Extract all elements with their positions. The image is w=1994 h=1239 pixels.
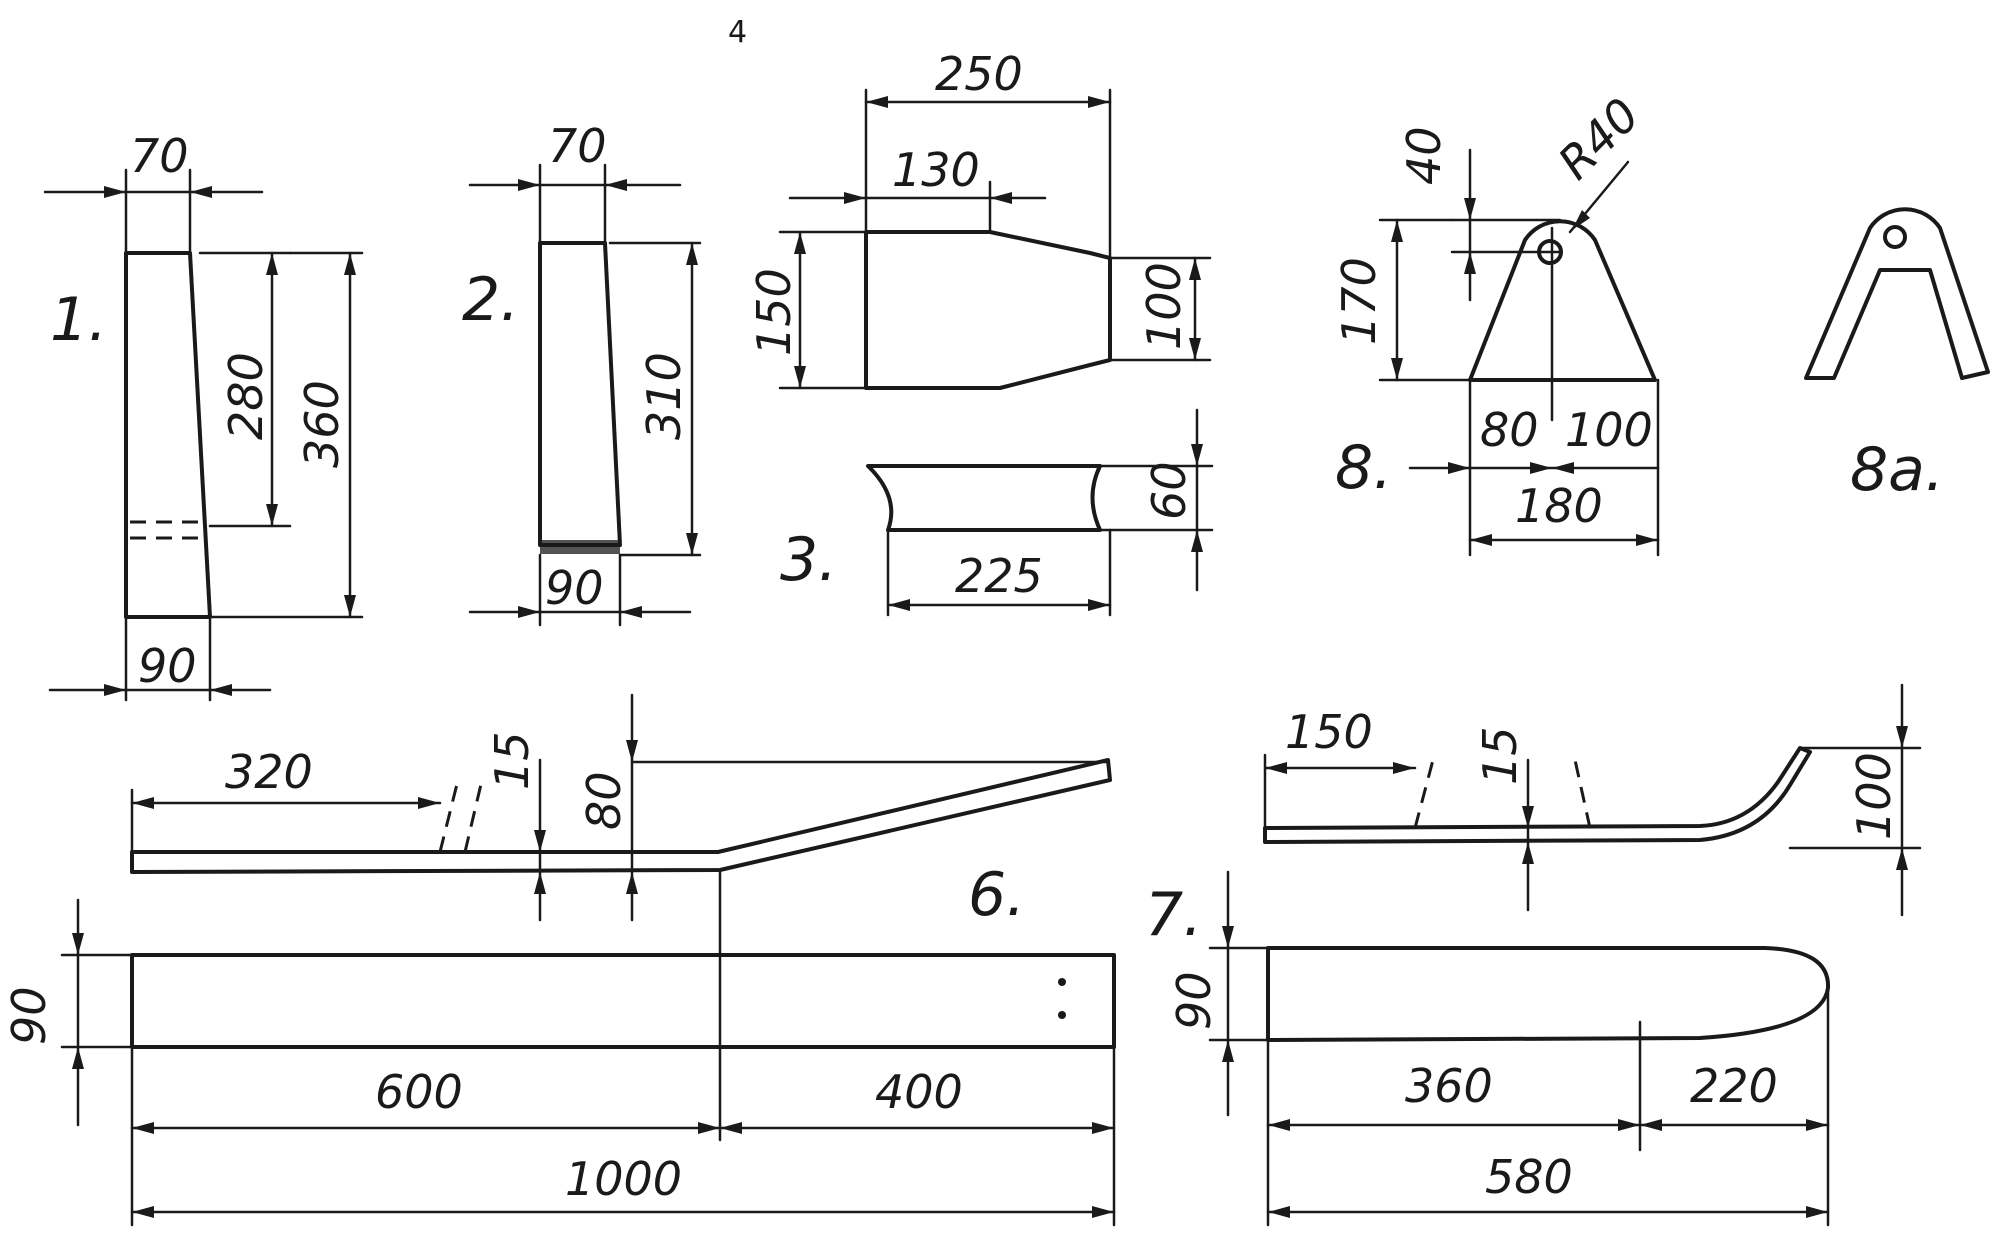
part-8-hole-offset: 40 — [1397, 126, 1451, 185]
part-8-base-width: 180 — [1515, 479, 1603, 533]
part-3-outline — [864, 230, 1112, 390]
part-2-height: 310 — [637, 352, 691, 440]
part-6-label: 6. — [968, 860, 1025, 930]
part-8a-outline — [1804, 207, 1990, 380]
part-1-label: 1. — [50, 285, 107, 355]
part-1: 70 280 360 90 1. — [43, 129, 364, 702]
part-7-flat-length: 150 — [1285, 705, 1373, 759]
part-1-outline — [124, 251, 212, 619]
part-8a: 8a. — [1804, 207, 1990, 505]
part-7-front-length: 360 — [1405, 1059, 1493, 1113]
part-3-right-height: 100 — [1137, 262, 1191, 350]
part-8-right-width: 100 — [1565, 403, 1653, 457]
part-8-outline — [1468, 219, 1657, 382]
part-7-label: 7. — [1145, 880, 1202, 950]
part-7-thickness: 15 — [1473, 726, 1527, 785]
part-8-label: 8. — [1335, 433, 1392, 503]
part-8: R40 40 170 80 100 180 8. — [1332, 88, 1660, 557]
part-1-height: 360 — [295, 380, 349, 468]
part-7-side-outline — [1263, 746, 1812, 844]
part-3-label: 3. — [780, 525, 837, 595]
part-3-length: 250 — [935, 47, 1023, 101]
part-3-top-view: 250 130 150 100 — [747, 47, 1212, 390]
part-6-total-length: 1000 — [565, 1152, 682, 1206]
part-6-plan-outline — [130, 953, 1116, 1049]
part-3-left-height: 150 — [747, 268, 801, 356]
part-6-plan-view: 90 600 400 1000 6. — [2, 860, 1116, 1227]
part-2-bottom-width: 90 — [545, 561, 604, 615]
part-8-left-width: 80 — [1480, 403, 1539, 457]
part-2-label: 2. — [462, 265, 519, 335]
part-6-width: 90 — [2, 986, 56, 1045]
part-2: 70 310 90 2. — [462, 119, 702, 627]
part-6-rise: 80 — [577, 771, 631, 830]
part-7-plan-outline — [1266, 946, 1831, 1042]
part-2-top-width: 70 — [548, 119, 607, 173]
part-6-front-length: 600 — [375, 1065, 463, 1119]
part-3-side-height: 60 — [1142, 461, 1196, 520]
part-1-inner-height: 280 — [219, 352, 273, 440]
part-3-flat-length: 130 — [892, 143, 980, 197]
part-2-outline — [538, 241, 622, 547]
part-8a-label: 8a. — [1850, 435, 1944, 505]
part-3-side-view: 225 60 3. — [780, 408, 1214, 617]
part-6-side-outline — [130, 758, 1112, 874]
part-2-base-hatch — [540, 540, 620, 554]
part-8a-hole — [1883, 225, 1907, 249]
part-1-bottom-width: 90 — [138, 639, 197, 693]
part-7-width: 90 — [1167, 971, 1221, 1030]
part-7-total-length: 580 — [1485, 1150, 1573, 1204]
part-7-rise: 100 — [1847, 752, 1901, 840]
part-3-side-length: 225 — [955, 549, 1043, 603]
page-number: 4 — [728, 15, 747, 50]
part-6-thickness: 15 — [485, 731, 539, 790]
part-1-top-width: 70 — [130, 129, 189, 183]
part-8-height: 170 — [1332, 257, 1386, 345]
part-7-rear-length: 220 — [1690, 1059, 1778, 1113]
part-6-flat-length: 320 — [225, 745, 313, 799]
part-6-rear-length: 400 — [875, 1065, 963, 1119]
part-6-side-view: 320 15 80 — [130, 693, 1112, 1142]
part-7-side-view: 150 15 100 — [1263, 683, 1922, 917]
part-7-plan-view: 90 360 220 580 7. — [1145, 870, 1831, 1227]
part-3-side-outline — [866, 464, 1102, 532]
part-8-radius: R40 — [1548, 88, 1650, 190]
